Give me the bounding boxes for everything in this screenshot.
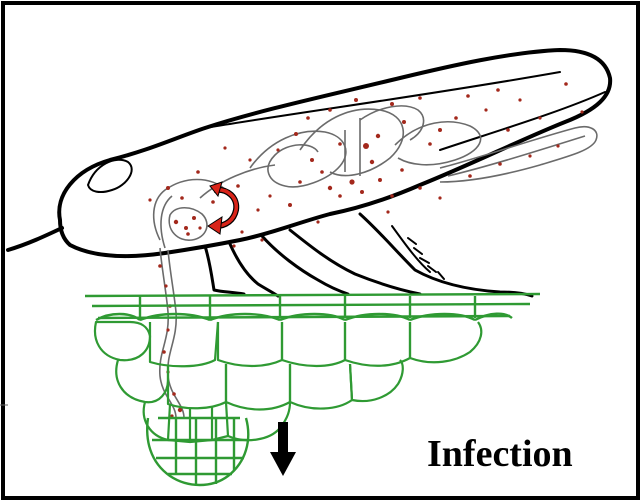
leg-bristles bbox=[408, 238, 444, 279]
middle-leg-2 bbox=[290, 230, 420, 294]
stylet-bundle bbox=[160, 248, 184, 418]
gut-loop-2 bbox=[300, 109, 403, 175]
front-leg bbox=[205, 246, 244, 294]
plant-epidermis bbox=[85, 294, 540, 320]
stylet-canal-inner bbox=[161, 196, 172, 248]
gut-loop-1 bbox=[250, 131, 346, 187]
gut-loop-4 bbox=[395, 122, 481, 165]
insect-antenna bbox=[8, 228, 62, 250]
plant-vascular-bundle bbox=[147, 418, 248, 486]
bacteria-cells bbox=[148, 82, 583, 417]
down-arrow-icon bbox=[270, 422, 296, 476]
middle-leg bbox=[262, 236, 348, 294]
insect-legs bbox=[205, 214, 532, 296]
filter-chamber bbox=[345, 118, 360, 176]
infection-caption: Infection bbox=[427, 434, 573, 474]
insect-outline bbox=[8, 50, 610, 256]
plant-mesophyll bbox=[95, 322, 481, 442]
hindgut bbox=[440, 127, 597, 182]
gut-loop-3 bbox=[360, 106, 424, 140]
figure-frame bbox=[3, 3, 638, 498]
front-leg-2 bbox=[230, 244, 278, 296]
stylet-right bbox=[168, 250, 184, 418]
curved-arrow-icon bbox=[208, 182, 236, 234]
